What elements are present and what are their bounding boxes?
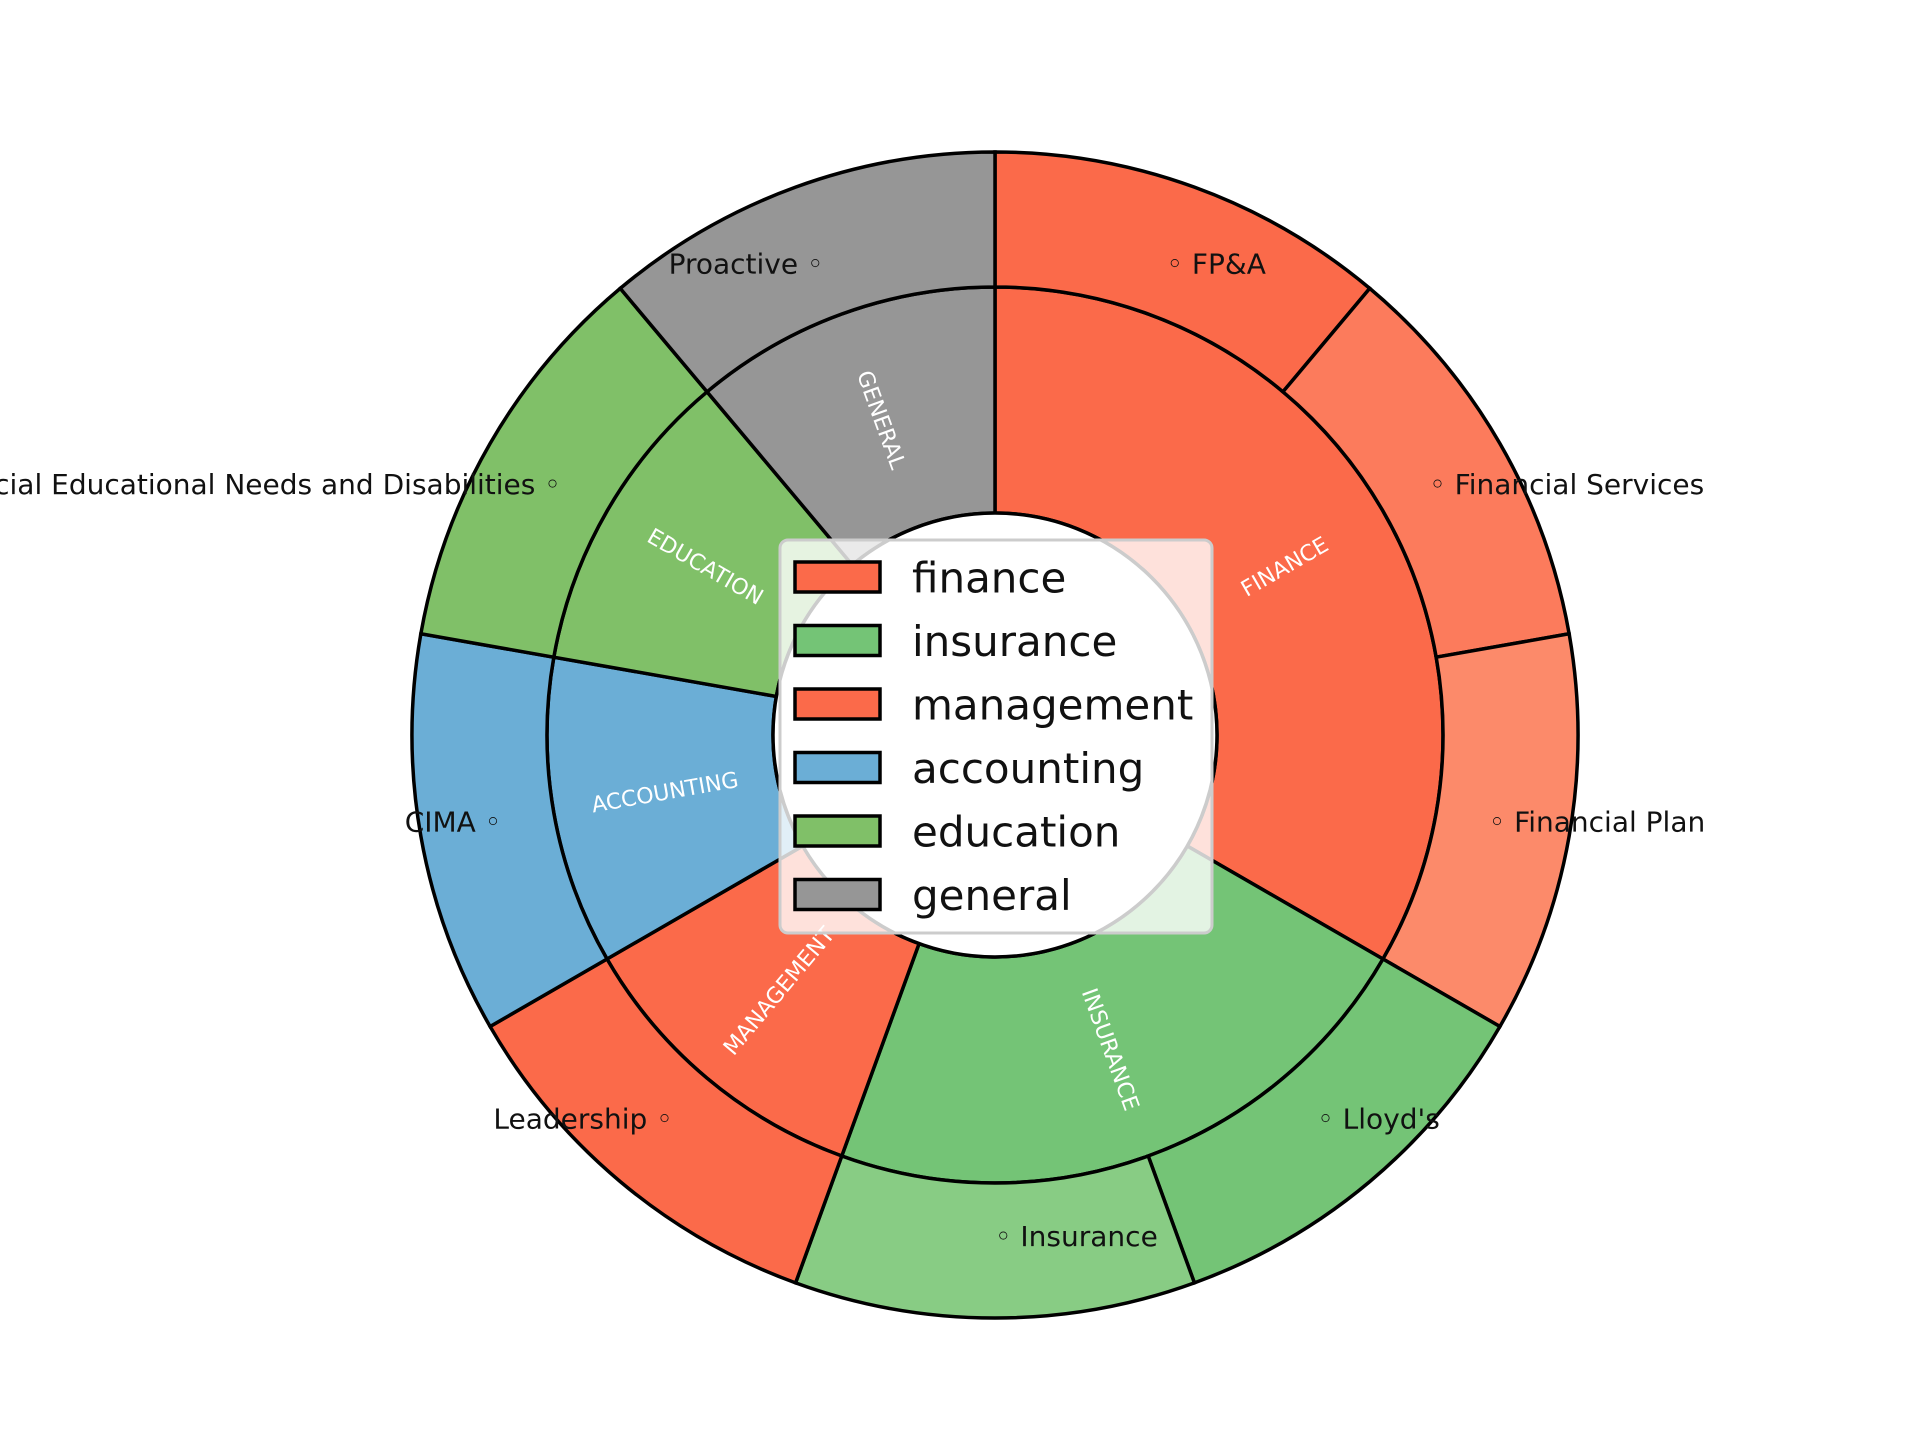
outer-label-fp-a: ◦ FP&A [1166, 247, 1265, 280]
legend-swatch-finance [793, 560, 882, 594]
outer-label-cima: CIMA ◦ [405, 806, 502, 839]
outer-label-leadership: Leadership ◦ [493, 1103, 672, 1136]
legend-box [778, 538, 1214, 935]
legend-swatch-management [793, 687, 882, 721]
outer-wedge-proactive [617, 150, 997, 395]
outer-label-special-educational-needs-and-disabilities: Special Educational Needs and Disabiliti… [0, 468, 561, 501]
legend-label-insurance: insurance [912, 617, 1117, 666]
outer-label-financial-services: ◦ Financial Services [1429, 468, 1704, 501]
legend-label-accounting: accounting [912, 744, 1144, 793]
legend-label-finance: finance [912, 554, 1066, 603]
legend-label-education: education [912, 808, 1120, 857]
outer-label-proactive: Proactive ◦ [669, 247, 824, 280]
outer-label-lloyd-s: ◦ Lloyd's [1317, 1103, 1440, 1136]
legend-swatch-accounting [793, 750, 882, 785]
outer-label-financial-plan: ◦ Financial Plan [1489, 806, 1706, 839]
outer-label-insurance: ◦ Insurance [995, 1220, 1158, 1253]
legend-label-management: management [912, 681, 1193, 730]
legend: finance insurance management accounting educ… [778, 538, 1214, 935]
legend-swatch-insurance [793, 623, 882, 658]
legend-label-general: general [912, 871, 1072, 920]
legend-swatch-education [793, 814, 882, 848]
legend-swatch-general [793, 877, 882, 912]
